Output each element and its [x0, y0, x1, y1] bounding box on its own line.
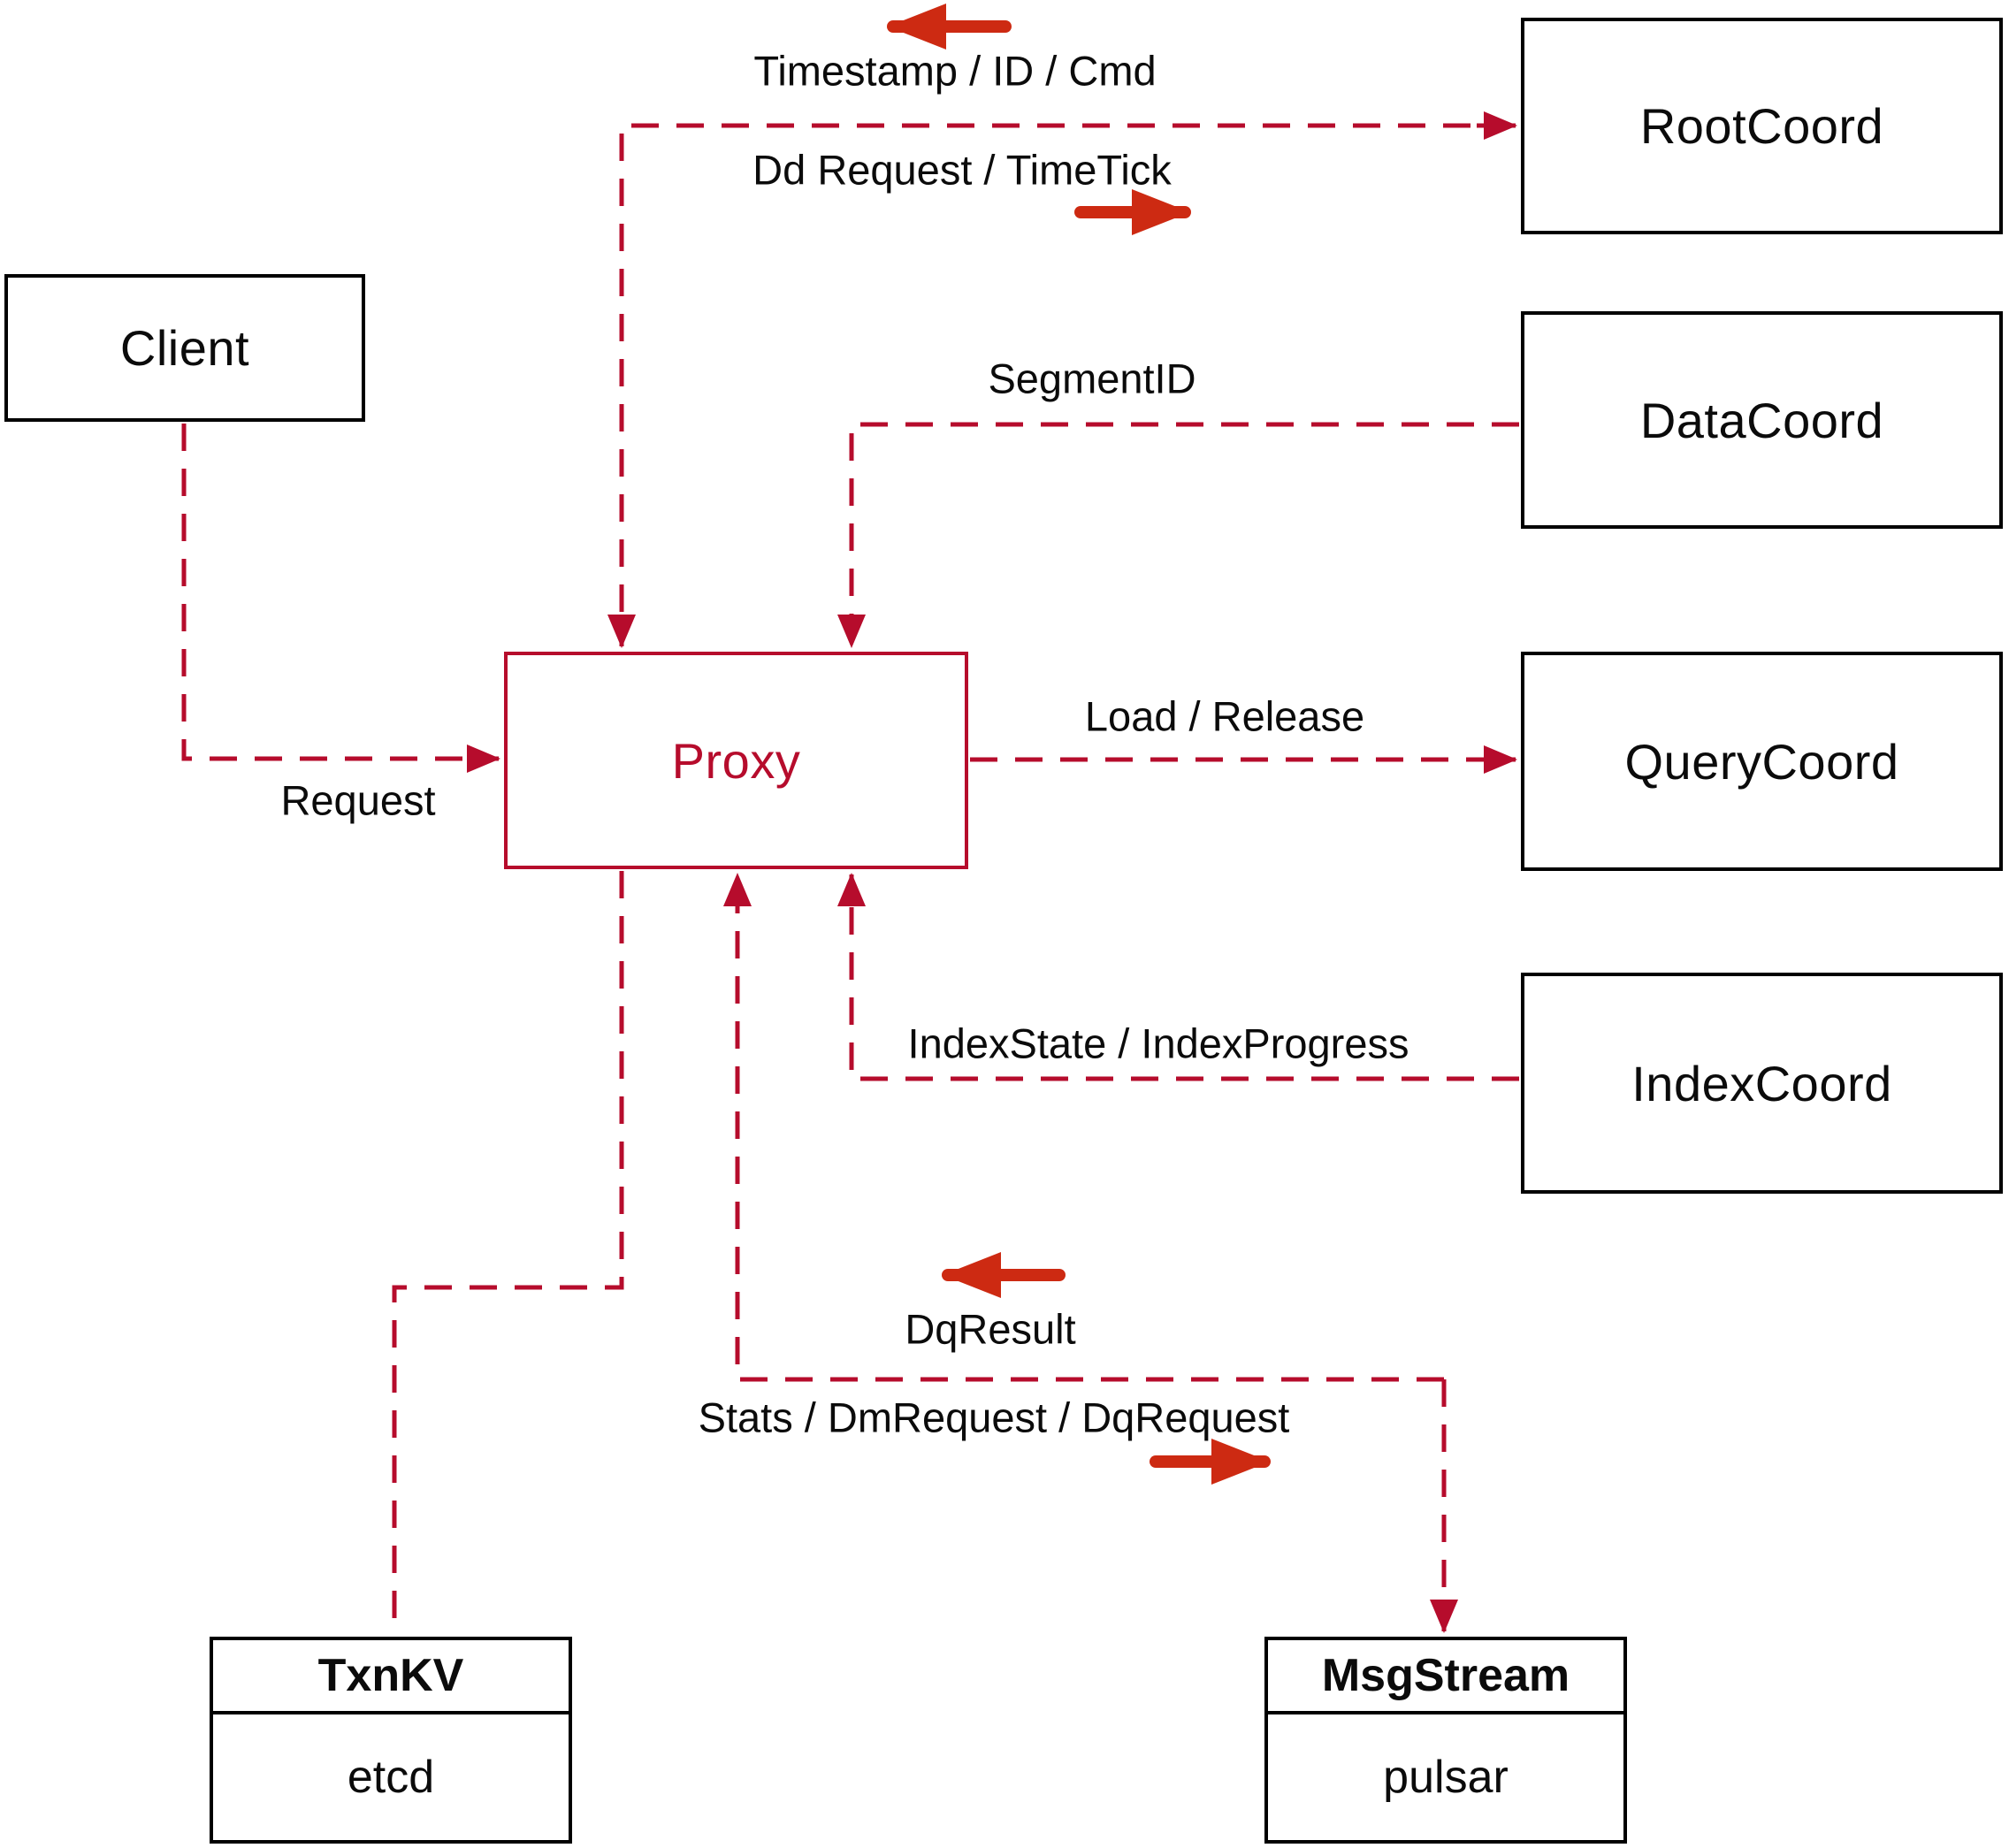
edge-label-segment-id: SegmentID — [988, 355, 1196, 402]
node-datacoord: DataCoord — [1521, 311, 2003, 529]
node-datacoord-label: DataCoord — [1639, 392, 1884, 448]
node-client-label: Client — [119, 320, 250, 376]
edge-proxy-txnkv — [392, 871, 624, 1635]
node-client: Client — [4, 274, 365, 422]
node-proxy: Proxy — [504, 652, 968, 869]
node-rootcoord-label: RootCoord — [1639, 98, 1884, 154]
node-txnkv-body: etcd — [347, 1752, 435, 1803]
edge-label-request: Request — [280, 776, 436, 824]
node-querycoord-label: QueryCoord — [1624, 733, 1899, 790]
edge-msgstream-proxy — [723, 873, 1444, 1382]
edge-rootcoord-proxy — [607, 123, 1516, 648]
node-txnkv-title: TxnKV — [213, 1640, 569, 1714]
edge-label-load-release: Load / Release — [1084, 692, 1365, 740]
node-querycoord: QueryCoord — [1521, 652, 2003, 871]
node-msgstream-body: pulsar — [1383, 1752, 1509, 1803]
edge-label-timestamp: Timestamp / ID / Cmd — [753, 47, 1157, 95]
node-indexcoord-label: IndexCoord — [1631, 1055, 1892, 1111]
edge-datacoord-proxy — [837, 422, 1519, 648]
node-proxy-label: Proxy — [671, 732, 801, 789]
node-indexcoord: IndexCoord — [1521, 973, 2003, 1194]
node-rootcoord: RootCoord — [1521, 18, 2003, 234]
edge-label-index-state: IndexState / IndexProgress — [907, 1019, 1409, 1067]
edge-label-stats: Stats / DmRequest / DqRequest — [698, 1394, 1290, 1441]
edge-client-proxy — [181, 424, 500, 773]
node-txnkv: TxnKV etcd — [210, 1637, 572, 1844]
node-msgstream-title: MsgStream — [1268, 1640, 1623, 1714]
node-msgstream: MsgStream pulsar — [1264, 1637, 1627, 1844]
edge-label-dd-request: Dd Request / TimeTick — [752, 146, 1172, 194]
edge-label-dq-result: DqResult — [905, 1305, 1076, 1353]
